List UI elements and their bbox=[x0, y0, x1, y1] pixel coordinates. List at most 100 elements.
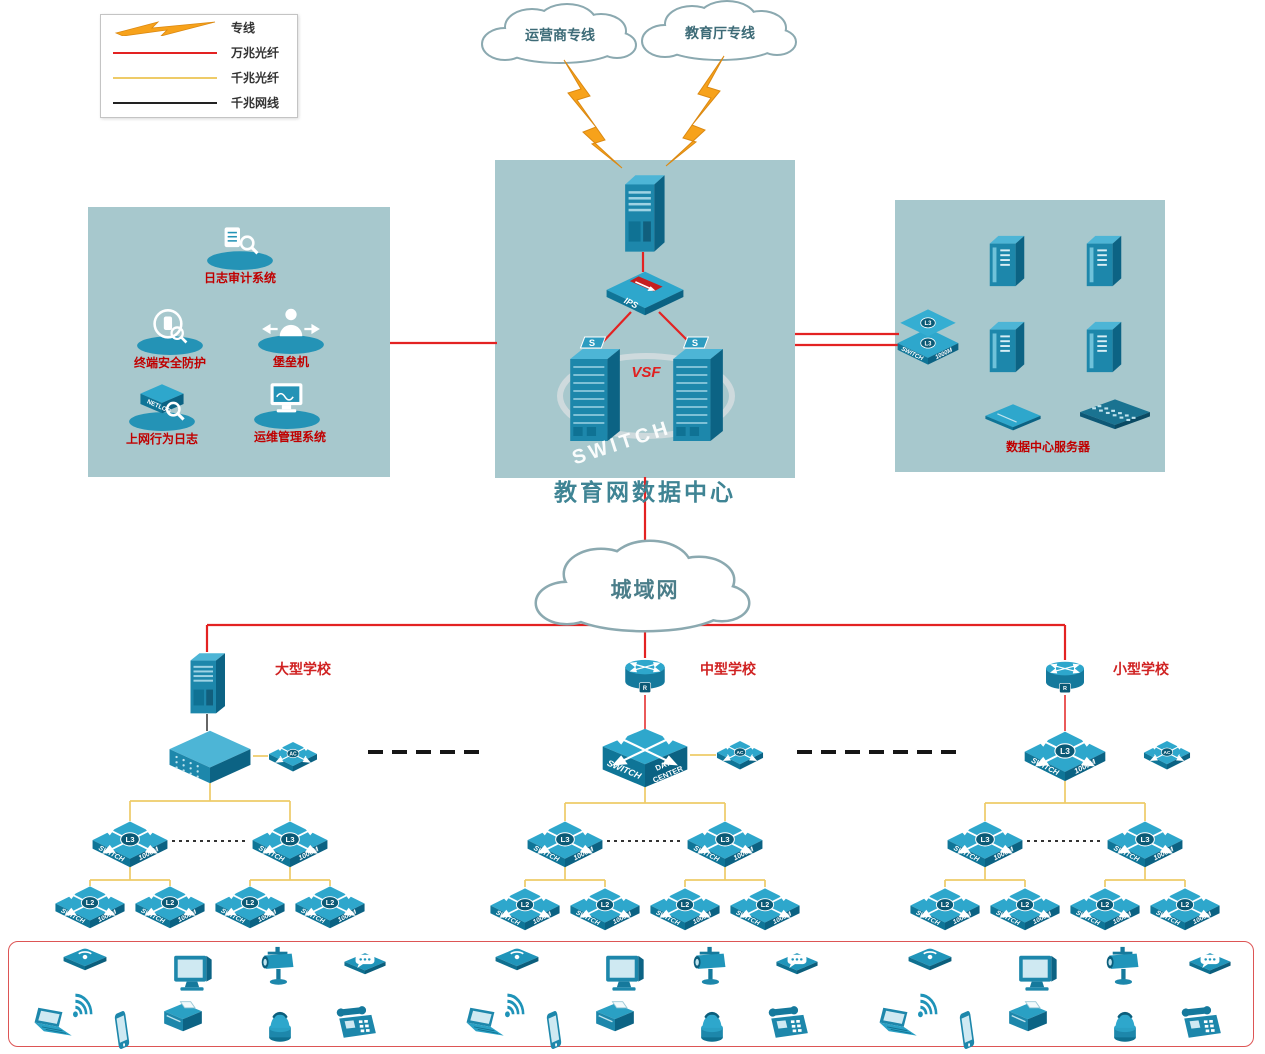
dc-server-4 bbox=[1081, 318, 1127, 376]
ms-router: R bbox=[619, 656, 671, 696]
lightning-icon bbox=[113, 20, 231, 36]
ls-core-device bbox=[166, 729, 254, 785]
ip-phone bbox=[765, 1003, 815, 1045]
legend-label: 千兆网线 bbox=[231, 96, 280, 110]
svg-text:L2: L2 bbox=[1021, 901, 1029, 909]
ms-ac: AC bbox=[716, 740, 764, 770]
dc-storage-2 bbox=[1077, 398, 1153, 432]
ops-system-label: 运维管理系统 bbox=[253, 430, 326, 444]
black-line-sample bbox=[113, 101, 217, 104]
laptop bbox=[461, 1006, 513, 1046]
im-terminal bbox=[773, 950, 821, 986]
dc-storage-1 bbox=[983, 403, 1043, 431]
printer bbox=[1004, 1000, 1052, 1040]
svg-text:L2: L2 bbox=[521, 901, 529, 909]
ls-gateway-server bbox=[186, 650, 228, 716]
legend-row-dedicated-line: 专线 bbox=[101, 15, 297, 40]
netlog-label: 上网行为日志 bbox=[125, 432, 198, 446]
core-firewall bbox=[620, 171, 668, 255]
vsf-ring bbox=[557, 353, 735, 439]
svg-text:L3: L3 bbox=[925, 341, 933, 347]
ls-ac: AC bbox=[268, 741, 318, 772]
svg-text:AC: AC bbox=[289, 751, 297, 757]
svg-text:L3: L3 bbox=[285, 835, 295, 844]
core-switch-right: S bbox=[667, 335, 727, 447]
ss-router: R bbox=[1040, 658, 1090, 696]
svg-text:S: S bbox=[692, 338, 698, 348]
dc-server-2 bbox=[1081, 232, 1127, 290]
svg-text:L3: L3 bbox=[925, 321, 933, 327]
legend-row-1g-fiber: 千兆光纤 bbox=[101, 65, 297, 90]
ptz-camera bbox=[254, 945, 302, 989]
small-school-label: 小型学校 bbox=[1113, 661, 1169, 677]
desktop-pc bbox=[599, 950, 649, 994]
dome-camera bbox=[1106, 1002, 1144, 1046]
isp-cloud bbox=[481, 3, 637, 64]
laptop bbox=[874, 1006, 926, 1046]
ss-ac: AC bbox=[1143, 740, 1191, 770]
sec-audit-icon bbox=[202, 217, 278, 271]
svg-text:L3: L3 bbox=[560, 835, 570, 844]
datacenter-title: 教育网数据中心 bbox=[554, 479, 736, 506]
laptop bbox=[29, 1006, 81, 1046]
svg-text:L2: L2 bbox=[166, 899, 174, 907]
red-line-sample bbox=[113, 51, 217, 54]
svg-text:L2: L2 bbox=[761, 901, 769, 909]
core-ips: IPS bbox=[605, 270, 685, 316]
smartphone bbox=[539, 1008, 569, 1052]
svg-text:AC: AC bbox=[737, 750, 744, 756]
svg-text:L2: L2 bbox=[601, 901, 609, 909]
dome-camera bbox=[261, 1002, 299, 1046]
svg-text:L3: L3 bbox=[1060, 746, 1070, 756]
legend-label: 专线 bbox=[231, 21, 256, 35]
wireless-ap bbox=[492, 943, 542, 981]
core-switch-left: S bbox=[564, 335, 624, 447]
vsf-label: VSF bbox=[631, 364, 661, 381]
im-terminal bbox=[1186, 950, 1234, 986]
svg-text:L2: L2 bbox=[1101, 901, 1109, 909]
svg-text:L2: L2 bbox=[86, 899, 94, 907]
svg-text:L2: L2 bbox=[681, 901, 689, 909]
datacenter-servers-label: 数据中心服务器 bbox=[1005, 440, 1090, 454]
wireless-ap bbox=[905, 943, 955, 981]
dome-camera bbox=[693, 1002, 731, 1046]
svg-text:L3: L3 bbox=[720, 835, 730, 844]
svg-text:L3: L3 bbox=[980, 835, 990, 844]
svg-text:S: S bbox=[589, 338, 595, 348]
smartphone bbox=[952, 1008, 982, 1052]
terminal-protection-label: 终端安全防护 bbox=[133, 356, 206, 370]
legend-row-10g-fiber: 万兆光纤 bbox=[101, 40, 297, 65]
im-terminal bbox=[341, 950, 389, 986]
smartphone bbox=[107, 1008, 137, 1052]
ptz-camera bbox=[1099, 945, 1147, 989]
legend: 专线 万兆光纤 千兆光纤 千兆网线 bbox=[100, 14, 298, 118]
svg-text:R: R bbox=[1063, 686, 1067, 692]
printer bbox=[591, 1000, 639, 1040]
sec-terminal-icon bbox=[132, 302, 208, 356]
edu-cloud-label: 教育厅专线 bbox=[685, 25, 755, 41]
svg-text:L2: L2 bbox=[941, 901, 949, 909]
lightning-bolt-right bbox=[665, 55, 725, 167]
ip-phone bbox=[333, 1003, 383, 1045]
ptz-camera bbox=[686, 945, 734, 989]
svg-text:L3: L3 bbox=[1140, 835, 1150, 844]
man-cloud bbox=[534, 539, 751, 633]
yellow-line-sample bbox=[113, 76, 217, 79]
isp-cloud-label: 运营商专线 bbox=[525, 27, 595, 43]
svg-text:R: R bbox=[643, 686, 648, 692]
